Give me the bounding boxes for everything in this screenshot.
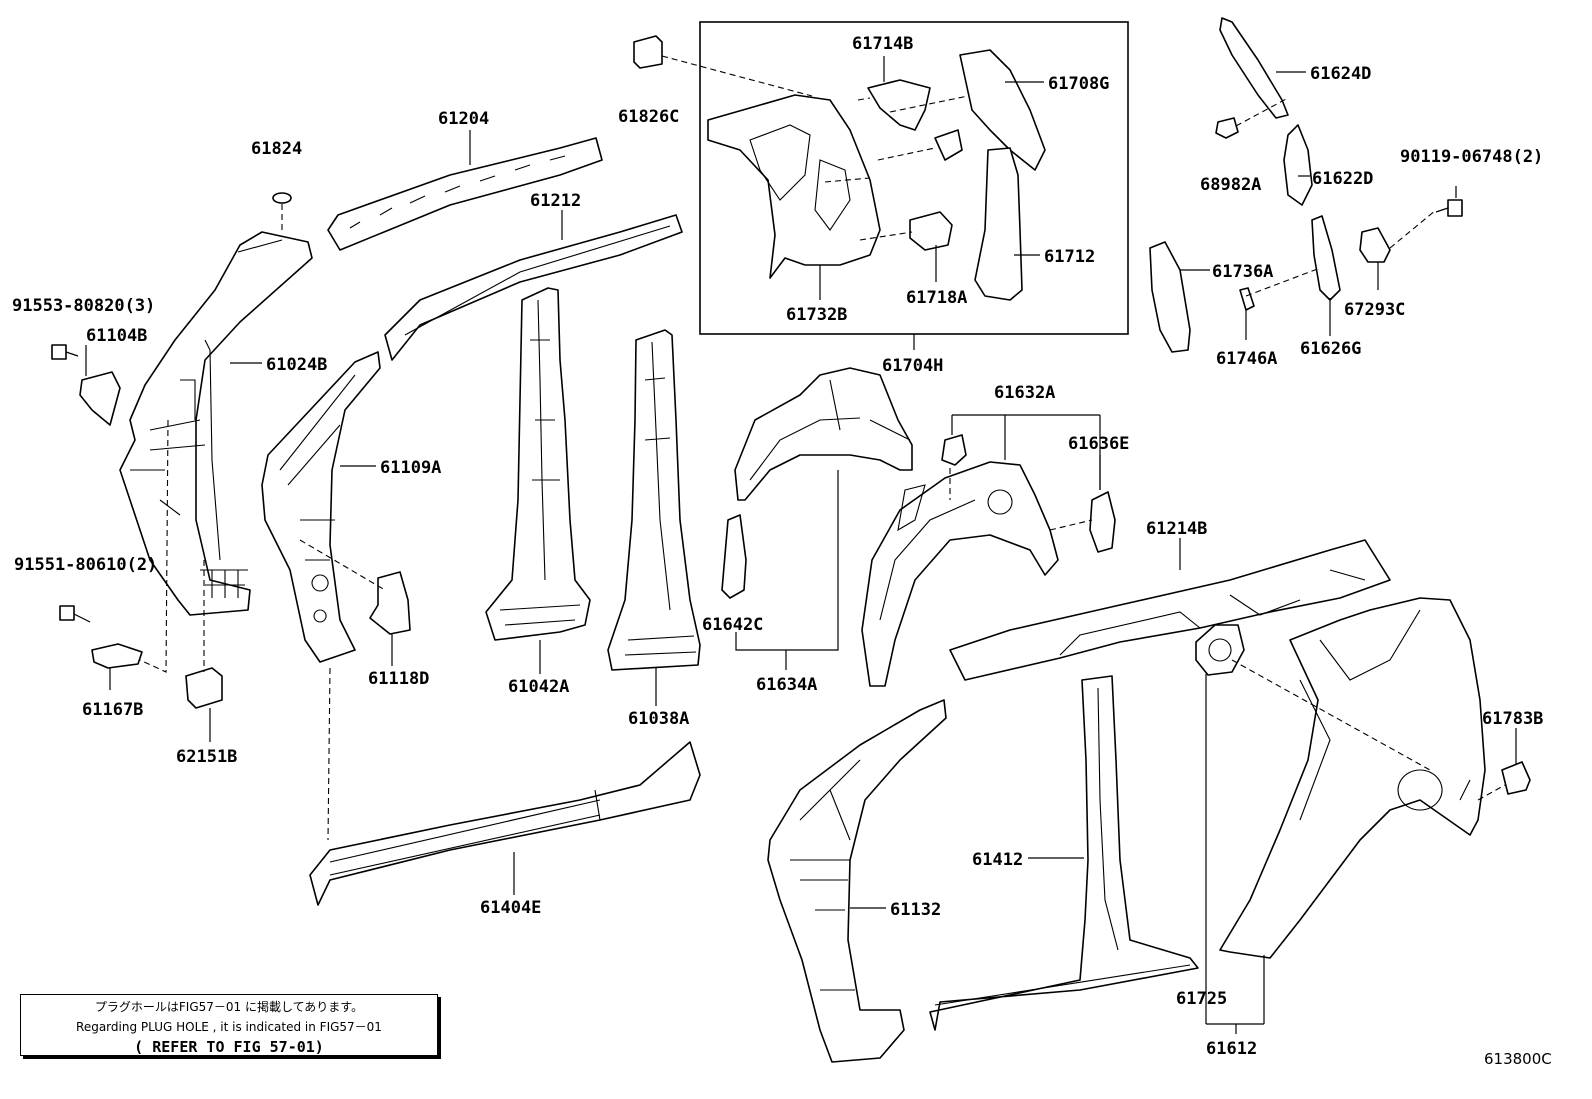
label-61109A: 61109A xyxy=(380,458,441,478)
part-61718A xyxy=(909,211,953,251)
part-61204 xyxy=(327,137,603,251)
part-61746A xyxy=(1239,287,1255,311)
part-61167B xyxy=(91,643,143,669)
part-67293C xyxy=(1359,227,1391,263)
label-61404E: 61404E xyxy=(480,898,541,918)
part-62151B xyxy=(185,667,223,709)
label-61732B: 61732B xyxy=(786,305,847,325)
label-61626G: 61626G xyxy=(1300,339,1361,359)
figure-id: 613800C xyxy=(1484,1050,1552,1068)
label-61824: 61824 xyxy=(251,139,302,159)
part-68982A xyxy=(1215,117,1239,139)
label-61624D: 61624D xyxy=(1310,64,1371,84)
label-61783B: 61783B xyxy=(1482,709,1543,729)
label-61622D: 61622D xyxy=(1312,169,1373,189)
label-61714B: 61714B xyxy=(852,34,913,54)
part-bracket-box xyxy=(934,129,963,161)
part-61725 xyxy=(1195,624,1245,676)
label-61736A: 61736A xyxy=(1212,262,1273,282)
part-61632A xyxy=(861,461,1059,687)
label-61712: 61712 xyxy=(1044,247,1095,267)
part-61118D xyxy=(369,571,411,635)
plug-hole-note: プラグホールはFIG57－01 に掲載してあります。 Regarding PLU… xyxy=(20,994,438,1056)
label-61746A: 61746A xyxy=(1216,349,1277,369)
label-68982A: 68982A xyxy=(1200,175,1261,195)
label-61612: 61612 xyxy=(1206,1039,1257,1059)
part-61104B xyxy=(79,371,121,426)
label-61412: 61412 xyxy=(972,850,1023,870)
note-line-english: Regarding PLUG HOLE , it is indicated in… xyxy=(76,1020,382,1034)
part-61636E xyxy=(1089,491,1116,553)
note-line-japanese: プラグホールはFIG57－01 に掲載してあります。 xyxy=(94,1000,364,1014)
label-62151B: 62151B xyxy=(176,747,237,767)
label-67293C: 67293C xyxy=(1344,300,1405,320)
label-91553-80820: 91553-80820(3) xyxy=(12,296,155,316)
dashed-relations xyxy=(139,55,1506,841)
part-61024B xyxy=(119,231,313,616)
part-61826C xyxy=(633,35,663,69)
label-61204: 61204 xyxy=(438,109,489,129)
part-61404E xyxy=(309,741,701,906)
part-61624D xyxy=(1219,17,1289,119)
part-61214B xyxy=(949,539,1391,681)
part-61736A xyxy=(1149,241,1191,353)
label-61708G: 61708G xyxy=(1048,74,1109,94)
label-61212: 61212 xyxy=(530,191,581,211)
part-61714B xyxy=(867,79,931,131)
label-61634A: 61634A xyxy=(756,675,817,695)
label-61826C: 61826C xyxy=(618,107,679,127)
part-61626G xyxy=(1311,215,1341,301)
part-61708G xyxy=(959,49,1046,171)
part-61783B xyxy=(1501,761,1531,795)
leader-lines xyxy=(85,56,1517,1034)
part-91551-80610 xyxy=(59,605,91,623)
part-61612 xyxy=(1219,597,1486,959)
note-refer-link[interactable]: ( REFER TO FIG 57-01) xyxy=(134,1038,324,1056)
label-61214B: 61214B xyxy=(1146,519,1207,539)
part-61132 xyxy=(767,699,947,1063)
label-61024B: 61024B xyxy=(266,355,327,375)
part-61634A xyxy=(734,367,913,501)
part-bracket-61632A xyxy=(941,434,967,466)
part-61412 xyxy=(929,675,1199,1031)
part-91553-80820 xyxy=(51,344,79,360)
part-61042A xyxy=(485,287,591,641)
label-91551-80610: 91551-80610(2) xyxy=(14,555,157,575)
part-61038A xyxy=(607,329,701,671)
part-61732B xyxy=(707,94,881,279)
part-61212 xyxy=(384,214,683,361)
label-61167B: 61167B xyxy=(82,700,143,720)
label-61636E: 61636E xyxy=(1068,434,1129,454)
label-61104B: 61104B xyxy=(86,326,147,346)
label-61038A: 61038A xyxy=(628,709,689,729)
label-61042A: 61042A xyxy=(508,677,569,697)
label-61132: 61132 xyxy=(890,900,941,920)
part-61642C xyxy=(721,514,747,599)
part-61824 xyxy=(272,192,292,204)
part-90119-06748 xyxy=(1435,199,1463,217)
part-61109A xyxy=(261,351,381,663)
part-labels: 61204 61824 61212 61826C 61714B 61708G 6… xyxy=(12,34,1543,1059)
label-61718A: 61718A xyxy=(906,288,967,308)
part-61712 xyxy=(974,147,1023,301)
label-61704H: 61704H xyxy=(882,356,943,376)
label-90119-06748: 90119-06748(2) xyxy=(1400,147,1543,167)
label-61632A: 61632A xyxy=(994,383,1055,403)
label-61642C: 61642C xyxy=(702,615,763,635)
label-61118D: 61118D xyxy=(368,669,429,689)
label-61725: 61725 xyxy=(1176,989,1227,1009)
part-61622D xyxy=(1283,124,1313,206)
